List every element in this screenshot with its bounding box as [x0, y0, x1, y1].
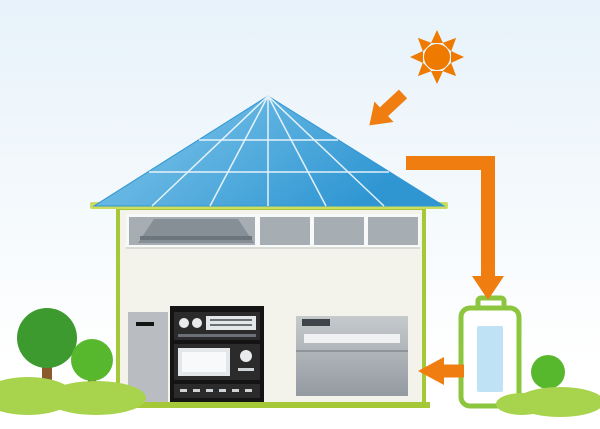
right-window-pane-3: [368, 217, 418, 245]
base-button: [245, 389, 252, 392]
arrow-roof-to-battery-icon: [406, 156, 504, 300]
dishwasher-slot: [304, 334, 400, 343]
control-display: [206, 316, 256, 330]
sun-ray: [451, 51, 464, 63]
bush: [496, 393, 548, 415]
dishwasher-body: [296, 316, 408, 396]
small-tree-foliage: [71, 339, 113, 381]
right-window-pane-1: [260, 217, 310, 245]
second-floor-windows: [126, 214, 420, 249]
base-button: [206, 389, 213, 392]
house: [112, 206, 430, 408]
dishwasher-door-line: [296, 350, 408, 352]
dishwasher: [296, 316, 408, 396]
battery-cell: [477, 326, 503, 392]
cabinet-handle: [136, 322, 154, 326]
arrow-shape: [369, 89, 408, 126]
display-line: [210, 324, 252, 326]
kitchen-appliance-stack: [128, 306, 264, 402]
solar-grid-line: [267, 95, 385, 207]
base-button: [193, 389, 200, 392]
sun-ray: [431, 71, 443, 84]
microwave-window-inner: [182, 352, 226, 372]
sun-icon: [410, 30, 464, 84]
sun-ray: [442, 37, 457, 52]
arrow-head: [472, 276, 504, 300]
base-buttons: [180, 389, 252, 392]
storage-battery: [458, 295, 522, 409]
sun-core: [424, 44, 450, 70]
solar-panel-roof: [90, 95, 448, 209]
right-greenery: [496, 355, 600, 417]
sun-ray: [417, 62, 432, 77]
solar-grid-line: [267, 95, 327, 207]
bush: [46, 381, 146, 415]
solar-grid-lines: [149, 95, 389, 207]
arrow-sun-to-roof-icon: [369, 89, 408, 126]
microwave-knob-icon: [240, 350, 252, 362]
left-greenery: [0, 308, 146, 415]
right-tree-foliage: [531, 355, 565, 389]
house-base-line: [112, 402, 430, 408]
arrow-head: [418, 357, 444, 385]
microwave-button: [238, 368, 254, 371]
arrow-battery-to-appliances-icon: [418, 357, 464, 385]
appliance-base: [174, 384, 260, 398]
solar-grid-line: [209, 95, 269, 207]
sun-ray: [417, 37, 432, 52]
large-tree-trunk: [42, 350, 52, 404]
arrow-elbow-line: [406, 156, 495, 278]
base-button: [232, 389, 239, 392]
knob-icon: [192, 318, 202, 328]
button-strip: [178, 334, 256, 337]
right-window-pane-2: [314, 217, 364, 245]
sun-ray: [442, 62, 457, 77]
solar-grid-line: [151, 95, 269, 207]
base-button: [219, 389, 226, 392]
display-line: [210, 319, 252, 321]
large-tree-foliage: [17, 308, 77, 368]
range-hood-band: [140, 236, 252, 240]
sun-rays: [410, 30, 464, 84]
cabinet-panel: [128, 312, 168, 402]
sun-ray: [431, 30, 443, 43]
knob-icon: [179, 318, 189, 328]
sun-ray: [410, 51, 423, 63]
dishwasher-handle: [302, 319, 330, 326]
base-button: [180, 389, 187, 392]
window-sill-shadow: [126, 247, 420, 249]
